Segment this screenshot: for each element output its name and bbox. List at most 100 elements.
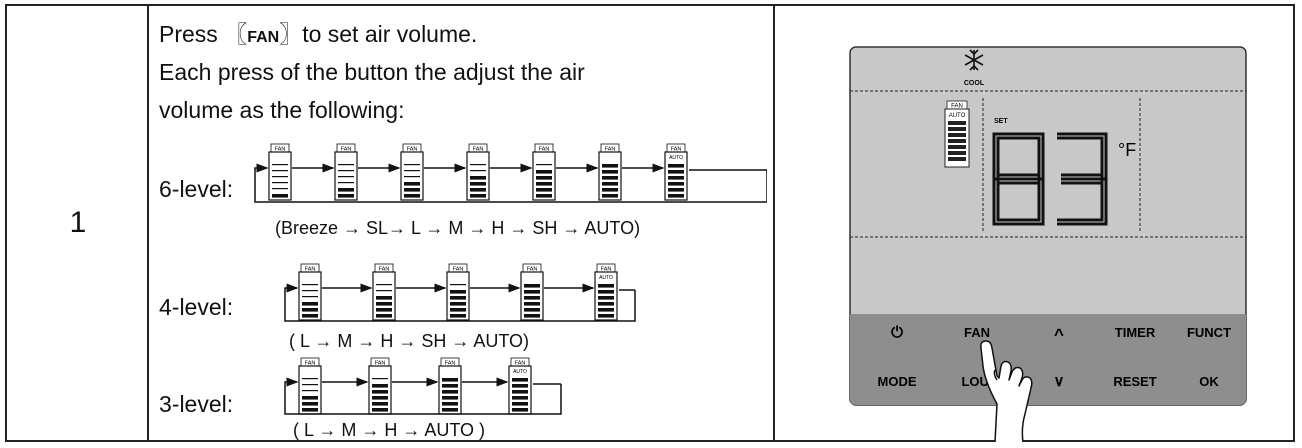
fan-icon-label: FAN: [407, 146, 418, 152]
fan-bar: [668, 164, 684, 168]
fan-bar: [470, 164, 486, 166]
fan-bar: [302, 308, 318, 312]
fan-bar: [598, 302, 614, 306]
funct-button[interactable]: FUNCT: [1187, 325, 1231, 340]
fan-bar: [668, 176, 684, 180]
fan-icon-label: FAN: [305, 266, 316, 272]
digit-three: [1057, 132, 1108, 226]
sequence-4-level: ( L → M → H → SH → AUTO): [289, 331, 530, 351]
fan-icon-label: FAN: [671, 146, 682, 152]
loop-back-arrow: [284, 377, 562, 415]
fan-bar: [442, 408, 458, 412]
fan-bar: [302, 390, 318, 392]
fan-bar: [668, 188, 684, 192]
fan-bar: [302, 302, 318, 306]
fan-bar: [512, 396, 528, 400]
instruction-line-3: volume as the following:: [159, 97, 405, 123]
fan-bar: [372, 396, 388, 400]
fan-bar: [524, 290, 540, 294]
press-text: Press: [159, 21, 218, 47]
up-button[interactable]: ^: [1054, 325, 1064, 344]
fan-bar: [470, 194, 486, 198]
fan-bar: [450, 284, 466, 286]
fan-bar: [512, 408, 528, 412]
fan-bar: [470, 170, 486, 172]
fan-bar: [668, 170, 684, 174]
step-number: 1: [69, 206, 87, 239]
fan-bar: [272, 164, 288, 166]
fan-bar: [442, 396, 458, 400]
fan-bar: [302, 290, 318, 292]
fan-bar: [302, 314, 318, 318]
fan-bar: [536, 170, 552, 174]
timer-button[interactable]: TIMER: [1115, 325, 1156, 340]
fan-bar: [404, 194, 420, 198]
fan-bar: [598, 290, 614, 294]
temperature-unit: °F: [1118, 140, 1136, 160]
ok-button[interactable]: OK: [1199, 374, 1219, 389]
auto-icon-label: AUTO: [513, 369, 527, 375]
fan-icon-label: FAN: [341, 146, 352, 152]
fan-bar: [598, 296, 614, 300]
fan-bar: [372, 384, 388, 388]
fan-bar: [536, 176, 552, 180]
fan-bar: [272, 176, 288, 178]
fan-bar: [442, 390, 458, 394]
fan-bar: [404, 188, 420, 192]
fan-bar: [450, 302, 466, 306]
fan-bar: [302, 296, 318, 298]
fan-bar: [536, 164, 552, 166]
fan-bar: [272, 182, 288, 184]
mode-text: COOL: [964, 80, 985, 87]
power-icon[interactable]: ⏻: [891, 323, 903, 341]
fan-bar: [524, 314, 540, 318]
fan-icon-label: FAN: [375, 360, 386, 366]
fan-bar: [376, 314, 392, 318]
fan-bar: [376, 308, 392, 312]
fan-bar: [602, 170, 618, 174]
snowflake-icon: [964, 49, 984, 71]
fan-bar: [536, 194, 552, 198]
fan-bar: [372, 378, 388, 380]
fan-bar: [302, 396, 318, 400]
fan-icon-label: FAN: [515, 360, 526, 366]
fan-bar: [272, 188, 288, 190]
auto-icon-label: AUTO: [949, 113, 966, 119]
fan-icon-label: FAN: [605, 146, 616, 152]
pointing-hand-icon: [980, 340, 1033, 443]
fan-bar: [602, 176, 618, 180]
fan-key-name: FAN: [247, 29, 280, 46]
fan-bar: [602, 164, 618, 168]
fan-bar: [338, 188, 354, 192]
fan-bar: [404, 182, 420, 186]
fan-bar: [602, 182, 618, 186]
fan-bar: [512, 390, 528, 394]
fan-bar: [536, 188, 552, 192]
fan-button[interactable]: FAN: [964, 325, 990, 340]
fan-bar: [404, 170, 420, 172]
fan-bar: [404, 164, 420, 166]
lou-button[interactable]: LOU.: [961, 374, 992, 389]
level-label-3: 3-level:: [159, 391, 234, 417]
fan-bar: [668, 194, 684, 198]
down-button[interactable]: ∨: [1054, 373, 1065, 390]
fan-bar: [442, 402, 458, 406]
auto-icon-label: AUTO: [599, 275, 613, 281]
fan-bar: [470, 182, 486, 186]
fan-level-icon: FAN AUTO: [944, 100, 970, 168]
level-label-4: 4-level:: [159, 294, 234, 320]
fan-bar: [376, 302, 392, 306]
mode-button[interactable]: MODE: [878, 374, 917, 389]
fan-icon-label: FAN: [951, 104, 963, 110]
sequence-3-level: ( L → M → H → AUTO ): [293, 420, 486, 440]
fan-bar: [376, 296, 392, 300]
fan-bar: [376, 284, 392, 286]
fan-bar: [598, 308, 614, 312]
fan-bar: [470, 188, 486, 192]
fan-bar: [524, 302, 540, 306]
reset-button[interactable]: RESET: [1113, 374, 1156, 389]
fan-bar: [338, 164, 354, 166]
fan-bar: [602, 188, 618, 192]
column-divider: [773, 6, 775, 440]
instruction-line-1: Press 〖FAN〗to set air volume.: [159, 18, 477, 54]
